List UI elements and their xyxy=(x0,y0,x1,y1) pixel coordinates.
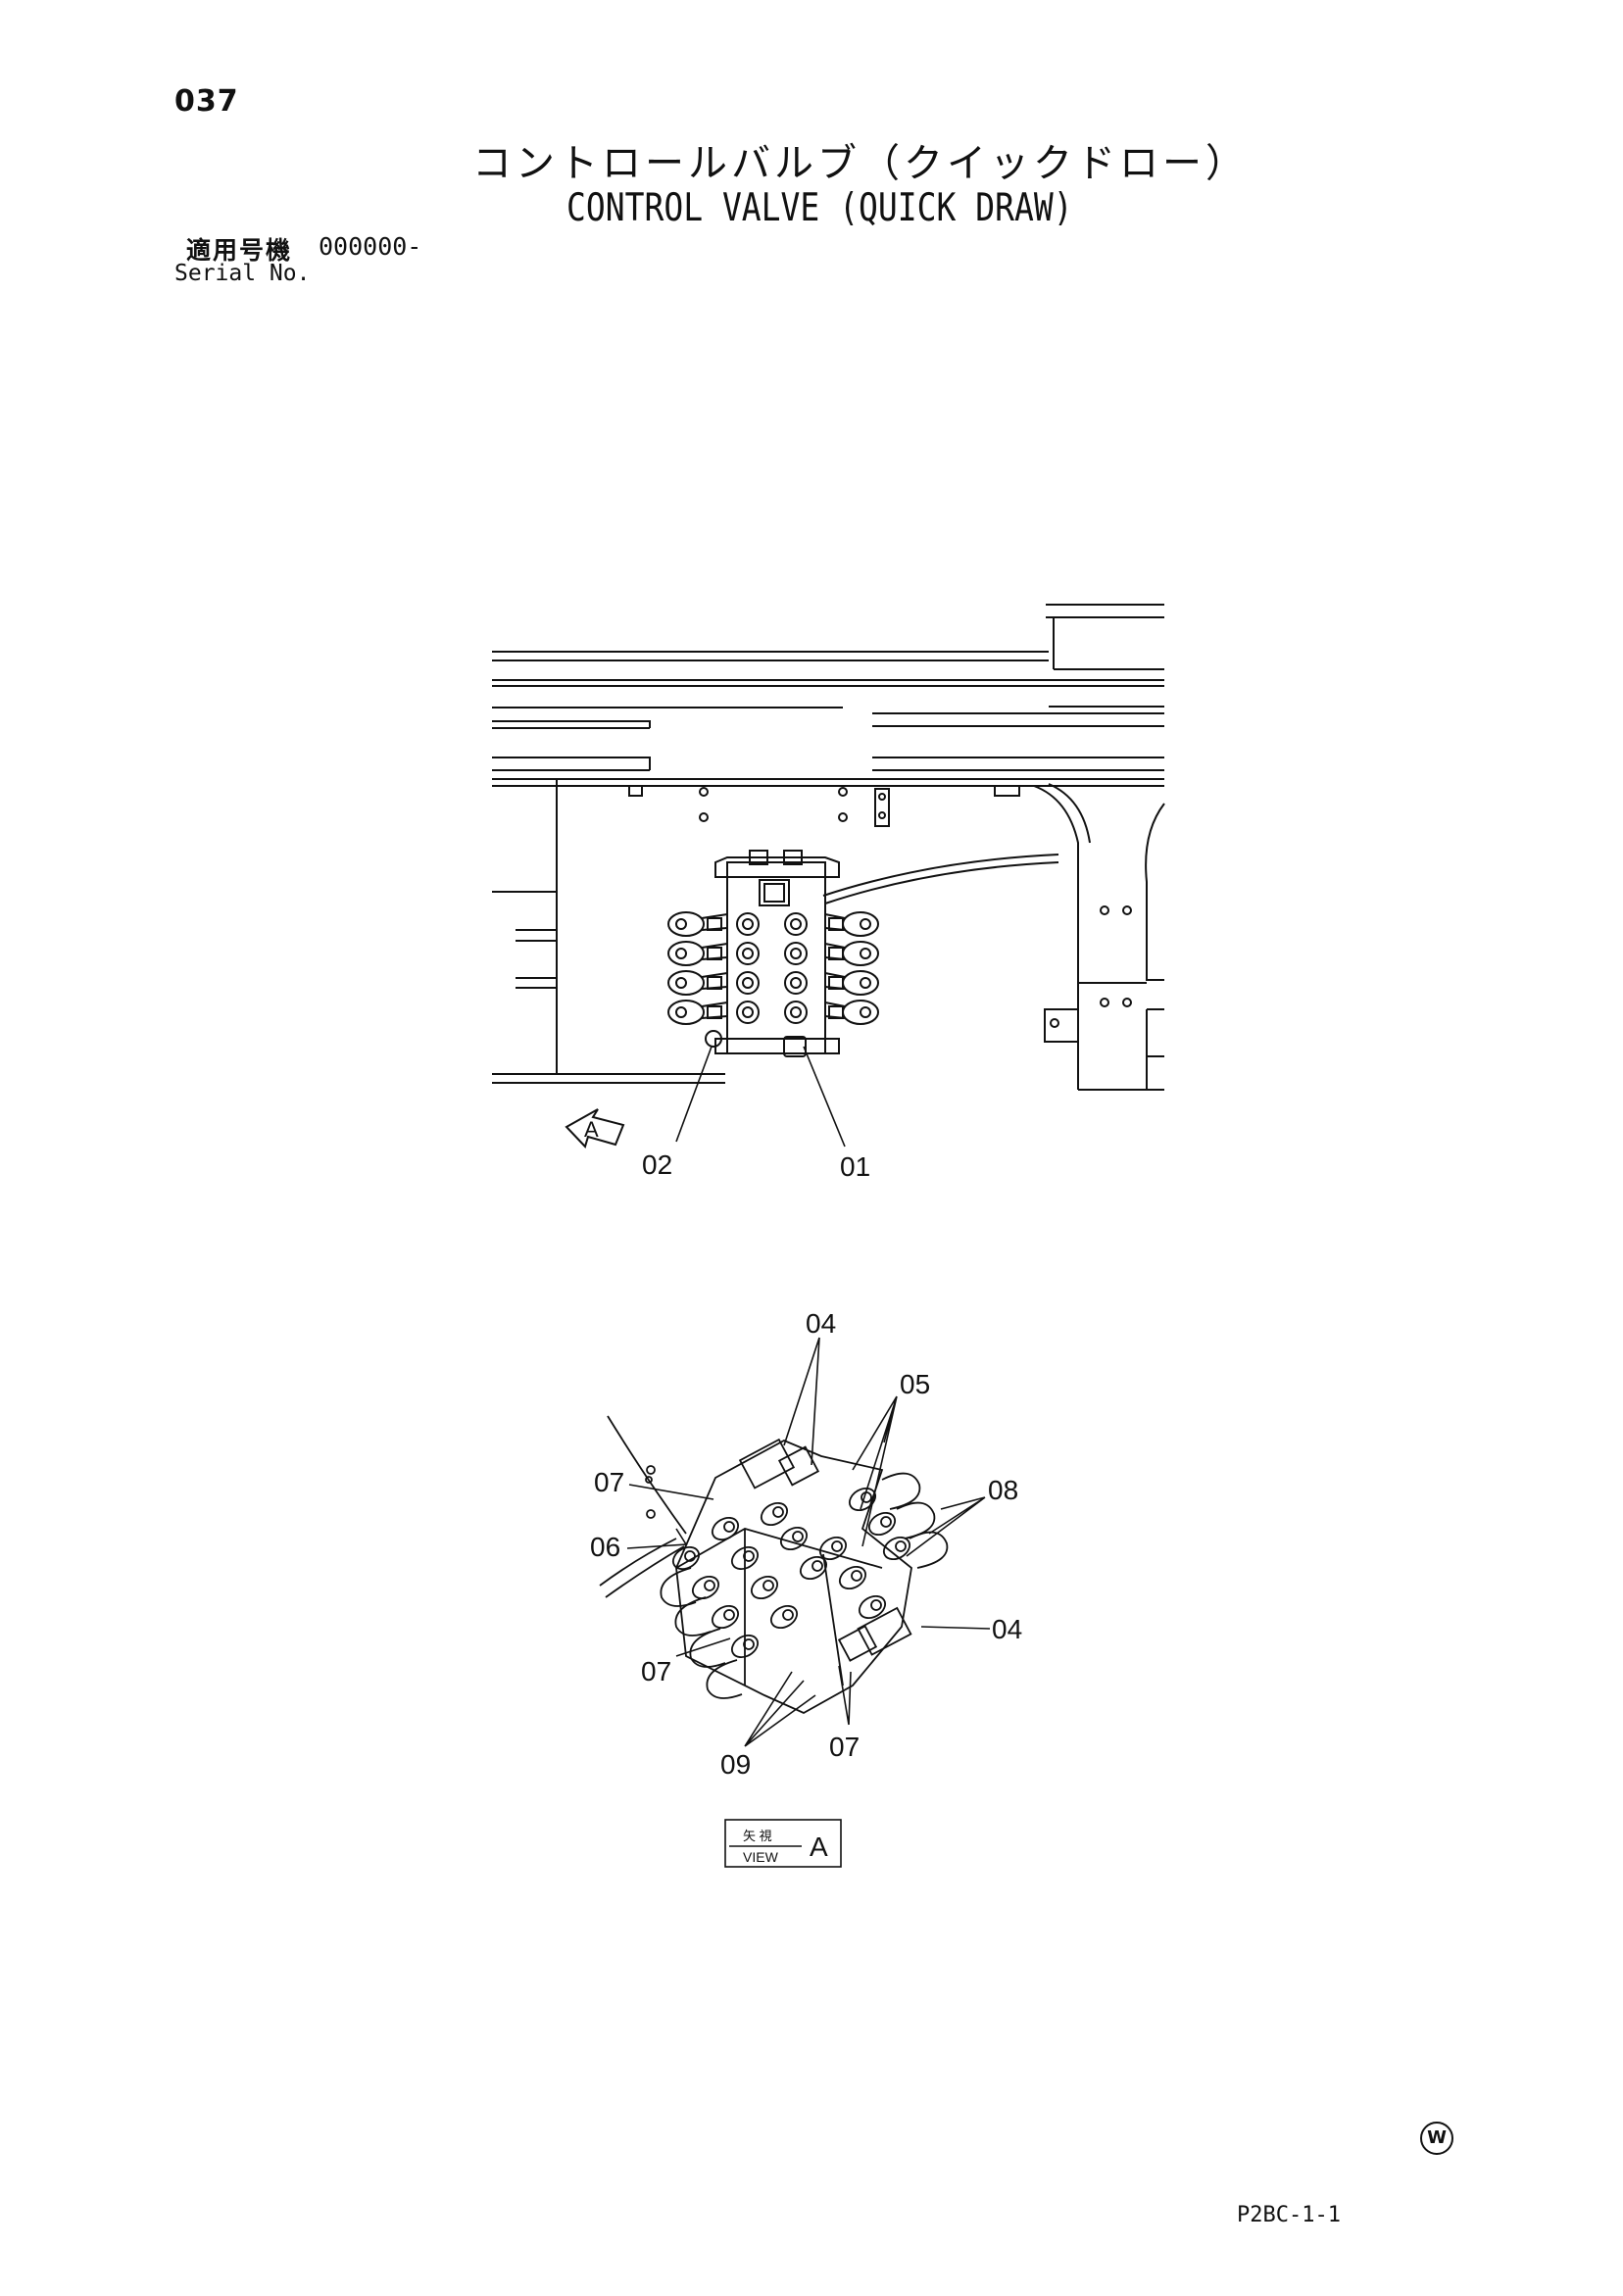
callout-04-right: 04 xyxy=(992,1614,1022,1644)
valve-fitting xyxy=(736,971,760,995)
view-a-fitting xyxy=(750,1575,779,1600)
control-valve-view-a xyxy=(599,1415,949,1715)
view-a-fitting xyxy=(769,1604,799,1630)
callout-07-lower-left: 07 xyxy=(641,1656,671,1686)
leader-lines-top xyxy=(675,1046,846,1148)
hose-loop xyxy=(667,970,705,996)
view-a-caption-japanese: 矢 視 xyxy=(743,1829,772,1843)
view-a-fitting xyxy=(779,1526,809,1551)
serial-label-japanese: 適用号機 xyxy=(186,236,293,265)
valve-fitting xyxy=(736,942,760,965)
view-a-fitting xyxy=(799,1555,828,1581)
callout-07-left: 07 xyxy=(594,1467,624,1497)
hose-loop xyxy=(667,1000,705,1025)
view-a-caption: 矢 視 VIEW A xyxy=(724,1819,842,1868)
view-a-caption-view: VIEW xyxy=(743,1849,779,1865)
view-a-fitting xyxy=(867,1511,897,1537)
page-code: P2BC-1-1 xyxy=(1237,2203,1341,2227)
hose-loop xyxy=(667,941,705,966)
w-mark: W xyxy=(1420,2122,1453,2155)
view-a-fitting xyxy=(711,1604,740,1630)
control-valve-top-view xyxy=(667,850,879,1057)
view-a-fitting xyxy=(671,1545,701,1571)
view-a-fitting xyxy=(730,1545,760,1571)
view-a-hose-end xyxy=(909,1531,949,1569)
page-title: CONTROL VALVE (QUICK DRAW) xyxy=(566,184,1073,230)
serial-label: Serial No. xyxy=(174,261,311,286)
serial-value: 000000- xyxy=(319,232,422,261)
view-a-fitting xyxy=(760,1501,789,1527)
hose-loop xyxy=(667,911,705,937)
view-a-fitting xyxy=(818,1536,848,1561)
callout-02: 02 xyxy=(642,1149,672,1180)
valve-fitting xyxy=(736,912,760,936)
view-a-hose-end xyxy=(660,1567,697,1607)
callout-09: 09 xyxy=(720,1749,751,1780)
view-a-hose-end xyxy=(706,1659,743,1699)
callout-01: 01 xyxy=(840,1151,870,1182)
view-a-hose-end xyxy=(881,1472,921,1510)
callout-07-bottom: 07 xyxy=(829,1732,860,1762)
frame-drawing xyxy=(492,604,1165,1091)
leader-lines-view-a xyxy=(626,1337,991,1747)
view-a-hose-end xyxy=(674,1596,712,1637)
view-a-fitting xyxy=(711,1516,740,1541)
view-a-arrow: A xyxy=(565,1108,625,1148)
view-a-fitting xyxy=(691,1575,720,1600)
view-a-fitting xyxy=(730,1634,760,1659)
callout-05: 05 xyxy=(900,1369,930,1399)
view-a-fitting xyxy=(858,1594,887,1620)
callout-06: 06 xyxy=(590,1532,620,1562)
page-title-japanese: コントロールバルブ（クイックドロー） xyxy=(472,141,1249,186)
valve-fitting xyxy=(784,1001,808,1024)
view-a-fitting xyxy=(882,1536,911,1561)
valve-fitting xyxy=(784,971,808,995)
view-a-hose-end xyxy=(689,1628,726,1668)
view-a-caption-letter: A xyxy=(810,1832,828,1862)
callout-04-top: 04 xyxy=(806,1308,836,1339)
valve-fitting xyxy=(736,1001,760,1024)
valve-fitting xyxy=(784,942,808,965)
page-number: 037 xyxy=(174,84,239,119)
valve-fitting xyxy=(784,912,808,936)
callout-08: 08 xyxy=(988,1475,1018,1505)
view-a-fitting xyxy=(838,1565,867,1590)
view-a-arrow-label: A xyxy=(584,1117,599,1142)
